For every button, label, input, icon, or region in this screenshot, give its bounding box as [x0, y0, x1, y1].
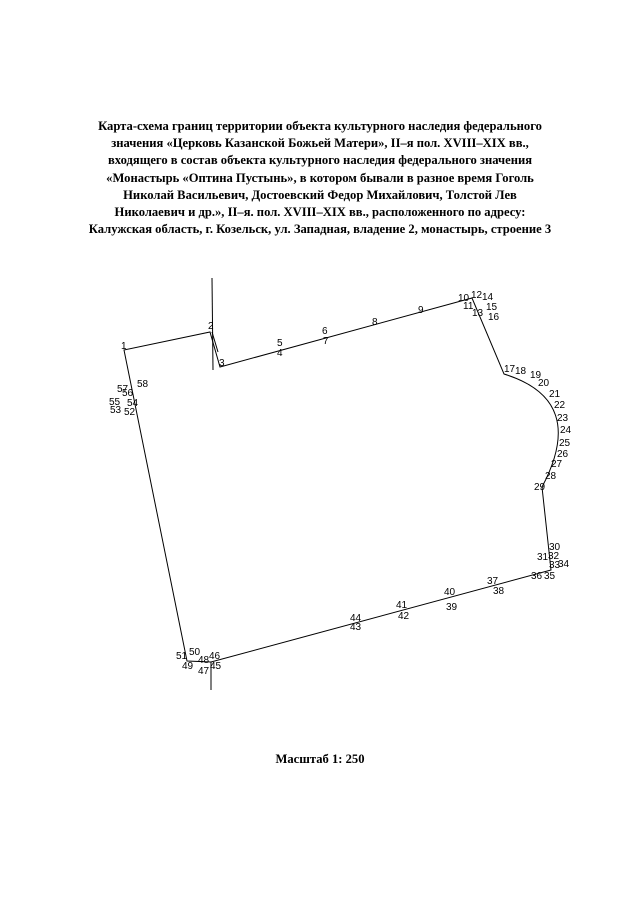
boundary-point-label: 13 [472, 308, 484, 319]
boundary-point-label: 56 [122, 388, 134, 399]
boundary-point-label: 11 [463, 301, 474, 312]
boundary-point-label: 15 [486, 302, 498, 313]
boundary-point-label: 52 [124, 407, 136, 418]
boundary-point-label: 6 [322, 326, 328, 337]
boundary-point-label: 43 [350, 622, 362, 633]
boundary-point-label: 50 [189, 647, 201, 658]
boundary-point-label: 7 [323, 336, 329, 347]
boundary-point-label: 28 [545, 471, 557, 482]
boundary-point-label: 58 [137, 379, 149, 390]
reference-line [211, 277, 214, 371]
boundary-point-label: 46 [209, 651, 221, 662]
boundary-point-label: 1 [121, 341, 127, 352]
boundary-point-label: 38 [493, 586, 505, 597]
boundary-point-label: 9 [418, 305, 424, 316]
boundary-line [123, 297, 559, 663]
boundary-point-label: 32 [548, 551, 560, 562]
boundary-point-label: 25 [559, 438, 571, 449]
boundary-point-label: 49 [182, 661, 194, 672]
boundary-point-label: 4 [277, 348, 283, 359]
boundary-point-label: 55 [109, 397, 121, 408]
title-line: входящего в состав объекта культурного н… [107, 153, 533, 168]
boundary-point-label: 35 [544, 571, 556, 582]
boundary-point-label: 3 [219, 358, 225, 369]
boundary-point-label: 24 [560, 425, 572, 436]
boundary-point-label: 18 [515, 366, 527, 377]
boundary-point-label: 31 [537, 552, 549, 563]
boundary-point-label: 54 [127, 398, 139, 409]
boundary-point-label: 33 [549, 560, 561, 571]
title-line: Николаевич и др.», II–я. пол. XVIII–XIX … [114, 205, 526, 220]
boundary-point-label: 44 [350, 613, 362, 624]
boundary-point-label: 36 [531, 571, 543, 582]
scale-label: Масштаб 1: 250 [275, 752, 365, 766]
boundary-point-label: 30 [549, 542, 561, 553]
boundary-point-label: 12 [471, 290, 483, 301]
boundary-point-label: 41 [396, 600, 408, 611]
boundary-point-label: 45 [210, 661, 222, 672]
boundary-point-label: 26 [557, 449, 569, 460]
title-line: Карта-схема границ территории объекта ку… [98, 119, 542, 133]
boundary-point-label: 57 [117, 384, 129, 395]
boundary-point-label: 17 [504, 364, 516, 375]
map-title: Карта-схема границ территории объекта ку… [40, 118, 600, 238]
boundary-point-label: 37 [487, 576, 499, 587]
boundary-point-label: 22 [554, 400, 566, 411]
boundary-point-label: 29 [534, 482, 546, 493]
boundary-point-label: 16 [488, 312, 500, 323]
boundary-point-label: 5 [277, 338, 283, 349]
boundary-point-label: 53 [110, 405, 122, 416]
boundary-point-label: 47 [198, 666, 210, 677]
title-line: «Монастырь «Оптина Пустынь», в котором б… [106, 170, 534, 185]
title-line: Калужская область, г. Козельск, ул. Запа… [88, 222, 552, 237]
boundary-point-label: 19 [530, 370, 542, 381]
boundary-point-label: 21 [549, 389, 561, 400]
boundary-point-label: 48 [198, 655, 210, 666]
boundary-point-label: 51 [176, 651, 188, 662]
title-line: значения «Церковь Казанской Божьей Матер… [111, 136, 529, 151]
boundary-point-label: 10 [458, 293, 470, 304]
boundary-point-label: 20 [538, 378, 550, 389]
boundary-point-label: 42 [398, 611, 410, 622]
boundary-point-label: 23 [557, 413, 569, 424]
boundary-point-label: 40 [444, 587, 456, 598]
boundary-point-label: 27 [551, 459, 563, 470]
boundary-point-label: 34 [558, 559, 570, 570]
boundary-point-label: 14 [482, 292, 494, 303]
reference-line [211, 331, 219, 353]
boundary-point-label: 39 [446, 602, 458, 613]
boundary-point-label: 2 [208, 321, 214, 332]
title-line: Николай Васильевич, Достоевский Федор Ми… [123, 187, 517, 202]
boundary-point-label: 8 [372, 317, 378, 328]
